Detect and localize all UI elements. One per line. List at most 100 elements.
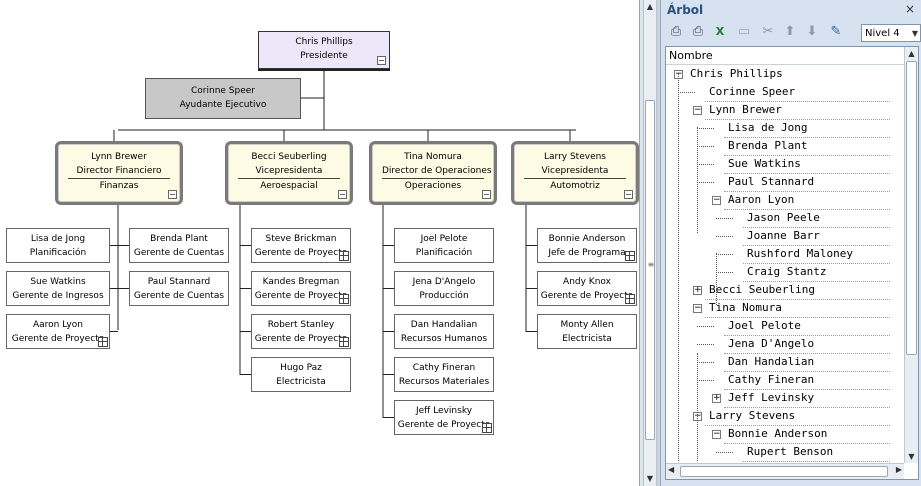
node-leaf[interactable]: Jena D'AngeloProducción	[394, 271, 494, 306]
scroll-down-icon[interactable]: ▼	[905, 450, 918, 463]
print-icon[interactable]: ⎙	[667, 23, 685, 41]
org-chart-canvas[interactable]: Chris PhillipsPresidenteCorinne SpeerAyu…	[0, 0, 640, 486]
scroll-up-icon[interactable]: ▲	[905, 47, 918, 60]
tree-hscroll-thumb[interactable]	[680, 466, 888, 477]
node-leaf[interactable]: Cathy FineranRecursos Materiales	[394, 357, 494, 392]
level-select[interactable]: Nivel 4 ▼	[861, 24, 921, 42]
tree-item[interactable]: Aaron Lyon	[724, 191, 890, 210]
scroll-thumb[interactable]	[645, 100, 655, 440]
node-leaf[interactable]: Sue WatkinsGerente de Ingresos	[6, 271, 110, 306]
node-vp[interactable]: Becci SeuberlingVicepresidentaAeroespaci…	[225, 141, 353, 205]
node-vp[interactable]: Tina NomuraDirector de OperacionesOperac…	[369, 141, 497, 205]
print-preview-icon[interactable]: ⎙	[689, 23, 707, 41]
collapse-icon[interactable]: −	[693, 106, 702, 115]
node-title: Gerente de Proyecto	[252, 246, 350, 260]
node-name: Monty Allen	[538, 318, 636, 332]
tree-item[interactable]: Rushford Maloney	[743, 245, 890, 264]
tree-item-label: Rupert Benson	[743, 445, 833, 458]
org-tree[interactable]: Nombre Chris Phillips−Corinne SpeerLynn …	[665, 46, 919, 480]
tree-item[interactable]: Dan Handalian	[724, 353, 890, 372]
expand-icon[interactable]: +	[693, 286, 702, 295]
collapse-icon[interactable]: −	[712, 196, 721, 205]
tree-item[interactable]: Lisa de Jong	[724, 119, 890, 138]
tree-item[interactable]: Bonnie Anderson	[724, 425, 890, 444]
node-title: Gerente de Proyecto	[538, 289, 636, 303]
close-icon[interactable]: ×	[905, 2, 915, 16]
node-assistant[interactable]: Corinne SpeerAyudante Ejecutivo	[145, 78, 301, 119]
tree-item[interactable]: Larry Stevens	[705, 407, 890, 426]
collapse-icon[interactable]: −	[693, 304, 702, 313]
expand-icon[interactable]	[625, 294, 635, 304]
node-leaf[interactable]: Joel PelotePlanificación	[394, 228, 494, 263]
move-down-icon[interactable]: ⬇	[803, 23, 821, 41]
node-leaf[interactable]: Lisa de JongPlanificación	[6, 228, 110, 263]
tree-item[interactable]: Lynn Brewer	[705, 101, 890, 120]
expand-icon[interactable]	[482, 423, 492, 433]
collapse-icon[interactable]	[377, 56, 386, 65]
node-leaf[interactable]: Hugo PazElectricista	[251, 357, 351, 392]
excel-export-icon[interactable]: X	[711, 23, 729, 41]
tree-item[interactable]: Joanne Barr	[743, 227, 890, 246]
node-vp[interactable]: Lynn BrewerDirector FinancieroFinanzas	[55, 141, 183, 205]
node-title: Gerente de Cuentas	[130, 246, 228, 260]
expand-icon[interactable]	[339, 337, 349, 347]
tree-item[interactable]: Joel Pelote	[724, 317, 890, 336]
chart-vertical-scrollbar[interactable]: ▲ ▼	[643, 0, 657, 486]
tree-column-header[interactable]: Nombre	[666, 47, 904, 65]
node-leaf[interactable]: Andy KnoxGerente de Proyecto	[537, 271, 637, 306]
node-name: Lynn Brewer	[58, 150, 180, 164]
expand-icon[interactable]	[625, 251, 635, 261]
tree-item[interactable]: Tina Nomura	[705, 299, 890, 318]
tree-item[interactable]: Jena D'Angelo	[724, 335, 890, 354]
collapse-icon[interactable]	[624, 190, 633, 199]
tree-item[interactable]: Rupert Benson	[743, 443, 890, 462]
expand-icon[interactable]	[339, 251, 349, 261]
tree-horizontal-scrollbar[interactable]: ◀ ▶	[666, 463, 904, 479]
node-leaf[interactable]: Steve BrickmanGerente de Proyecto	[251, 228, 351, 263]
node-name: Dan Handalian	[395, 318, 493, 332]
node-leaf[interactable]: Bonnie AndersonJefe de Programa	[537, 228, 637, 263]
node-leaf[interactable]: Dan HandalianRecursos Humanos	[394, 314, 494, 349]
scroll-down-icon[interactable]: ▼	[644, 472, 656, 486]
node-leaf[interactable]: Paul StannardGerente de Cuentas	[129, 271, 229, 306]
tree-item[interactable]: Chris Phillips	[686, 65, 890, 83]
node-leaf[interactable]: Kandes BregmanGerente de Proyecto	[251, 271, 351, 306]
tree-item[interactable]: Craig Stantz	[743, 263, 890, 282]
tree-vertical-scrollbar[interactable]: ▲ ▼	[904, 47, 918, 463]
tree-item[interactable]: Corinne Speer	[705, 83, 890, 102]
node-leaf[interactable]: Aaron LyonGerente de Proyecto	[6, 314, 110, 349]
tree-item[interactable]: Sue Watkins	[724, 155, 890, 174]
collapse-icon[interactable]: −	[712, 430, 721, 439]
tree-guide-line	[697, 127, 698, 233]
tree-item[interactable]: Becci Seuberling	[705, 281, 890, 300]
tree-item-label: Lynn Brewer	[705, 103, 782, 116]
move-up-icon[interactable]: ⬆	[781, 23, 799, 41]
network-icon: ▭	[735, 23, 753, 41]
expand-icon[interactable]	[98, 337, 108, 347]
node-vp[interactable]: Larry StevensVicepresidentaAutomotriz	[511, 141, 639, 205]
tree-panel: Árbol × ⎙ ⎙ X ▭ ✂ ⬆ ⬇ ✎ Nivel 4 ▼ Nombre…	[660, 0, 921, 486]
tree-item[interactable]: Jeff Levinsky	[724, 389, 890, 408]
node-president[interactable]: Chris PhillipsPresidente	[258, 31, 390, 69]
edit-icon[interactable]: ✎	[827, 23, 845, 41]
tree-item[interactable]: Brenda Plant	[724, 137, 890, 156]
node-leaf[interactable]: Robert StanleyGerente de Proyecto	[251, 314, 351, 349]
tree-item[interactable]: Jason Peele	[743, 209, 890, 228]
scroll-right-icon[interactable]: ▶	[896, 465, 902, 474]
tree-scroll-thumb[interactable]	[906, 61, 917, 355]
tree-item[interactable]: Paul Stannard	[724, 173, 890, 192]
expand-icon[interactable]	[339, 294, 349, 304]
collapse-icon[interactable]	[168, 190, 177, 199]
tree-item[interactable]: Cathy Fineran	[724, 371, 890, 390]
chevron-down-icon[interactable]: ▼	[912, 25, 918, 43]
scroll-left-icon[interactable]: ◀	[668, 465, 674, 474]
node-title: Gerente de Cuentas	[130, 289, 228, 303]
node-leaf[interactable]: Monty AllenElectricista	[537, 314, 637, 349]
scroll-up-icon[interactable]: ▲	[644, 0, 656, 14]
node-leaf[interactable]: Jeff LevinskyGerente de Proyecto	[394, 400, 494, 435]
collapse-icon[interactable]	[338, 190, 347, 199]
collapse-icon[interactable]	[482, 190, 491, 199]
node-leaf[interactable]: Brenda PlantGerente de Cuentas	[129, 228, 229, 263]
node-name: Andy Knox	[538, 275, 636, 289]
expand-icon[interactable]: +	[712, 394, 721, 403]
